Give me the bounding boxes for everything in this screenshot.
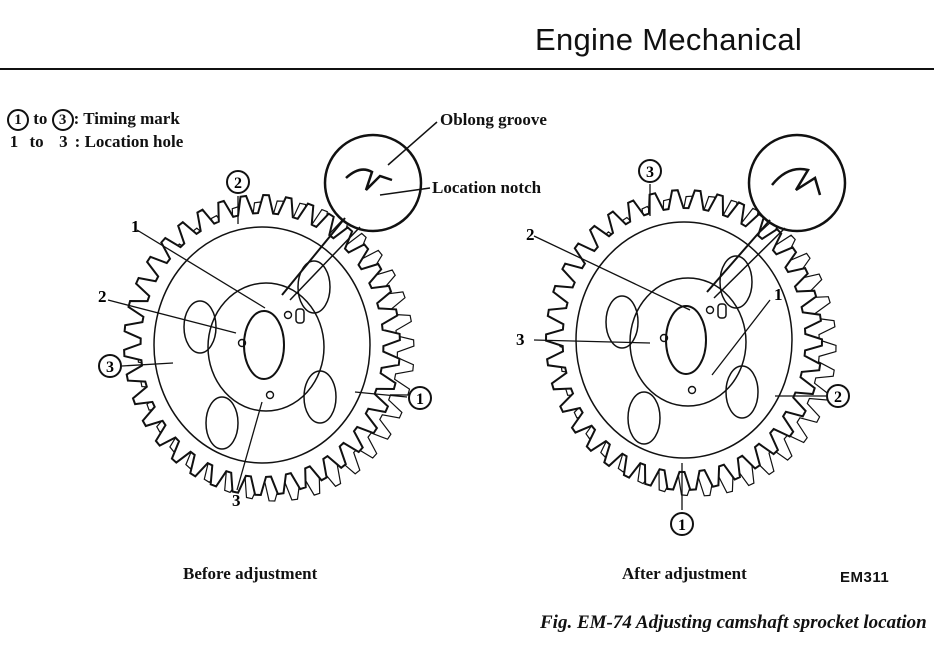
oblong-groove-label: Oblong groove: [440, 110, 547, 129]
legend-to-word: to: [33, 109, 52, 128]
hole-label-before-3: 3: [232, 491, 241, 510]
leader-after-hole-1: [711, 299, 771, 376]
legend-timing-mark: 1 to 3: Timing mark: [7, 108, 183, 132]
caption-before: Before adjustment: [183, 564, 318, 583]
lightening-hole-2: [719, 255, 753, 309]
legend-circled-to: 3: [51, 109, 74, 132]
magnifier-pointer-before-2: [289, 226, 361, 301]
sprocket-after-adjustment: [544, 189, 837, 497]
sprocket-bore: [665, 305, 707, 375]
legend: 1 to 3: Timing mark 1 to 3 : Location ho…: [7, 108, 183, 152]
leader-oblong-groove: [387, 121, 438, 166]
timing-mark-circle-before-2: [226, 170, 250, 194]
hole-label-after-3: 3: [516, 330, 525, 349]
figure-caption: Fig. EM-74 Adjusting camshaft sprocket l…: [540, 612, 927, 633]
timing-mark-circle-before-1: [408, 386, 432, 410]
page-header-title: Engine Mechanical: [535, 22, 803, 57]
caption-after: After adjustment: [622, 564, 747, 583]
legend-circled-from: 1: [7, 109, 29, 132]
legend-hole-text: : Location hole: [74, 132, 184, 152]
location-hole-3: [687, 385, 697, 395]
leader-after-hole-3: [533, 339, 651, 344]
legend-location-hole: 1 to 3 : Location hole: [7, 131, 184, 152]
leader-before-hole-2: [107, 299, 237, 334]
hole-label-before-2: 2: [98, 287, 107, 306]
sprocket-plate-rim: [153, 226, 371, 464]
dowel-pin: [295, 308, 305, 324]
header-rule: [0, 68, 934, 70]
sprocket-before-adjustment: [123, 193, 415, 502]
dowel-pin: [717, 303, 727, 319]
timing-mark-before-2: 2: [234, 175, 242, 192]
timing-mark-circle-before-3: [98, 354, 122, 378]
lightening-hole-3: [303, 370, 337, 424]
magnifier-pointer-before: [281, 217, 346, 296]
location-hole-1: [705, 305, 715, 315]
sprocket-bore: [243, 310, 285, 380]
leader-before-hole-3: [236, 401, 263, 491]
timing-mark-before-3: 3: [106, 359, 114, 376]
lightening-hole-4: [205, 396, 239, 450]
legend-to-word2: to: [25, 132, 53, 152]
location-hole-1: [283, 310, 293, 320]
timing-mark-after-1: 1: [678, 517, 686, 534]
leader-before-mark-1: [354, 391, 408, 398]
leader-before-hole-1: [136, 229, 266, 309]
timing-mark-before-1: 1: [416, 391, 424, 408]
sprocket-plate-rim: [575, 221, 793, 459]
timing-mark-circle-after-3: [638, 159, 662, 183]
location-hole-2: [659, 333, 669, 343]
detail-magnifier-after: [747, 133, 847, 233]
magnifier-pointer-after-2: [713, 227, 786, 299]
sprocket-hub: [207, 282, 325, 412]
figure-code: EM311: [840, 569, 890, 586]
lightening-hole-1: [183, 300, 217, 354]
hole-label-before-1: 1: [131, 217, 140, 236]
location-notch-label: Location notch: [432, 178, 542, 197]
timing-mark-after-2: 2: [834, 389, 842, 406]
oblong-groove-detail-before: [345, 168, 393, 191]
magnifier-pointer-after: [706, 219, 771, 293]
legend-timing-text: : Timing mark: [73, 109, 180, 128]
hole-label-after-1: 1: [774, 285, 783, 304]
leader-after-hole-2: [533, 235, 691, 311]
lightening-hole-1: [605, 295, 639, 349]
lightening-hole-3: [725, 365, 759, 419]
location-hole-2: [237, 338, 247, 348]
lightening-hole-4: [627, 391, 661, 445]
legend-num-to: 3: [59, 132, 68, 152]
timing-mark-circle-after-2: [826, 384, 850, 408]
legend-num-from: 1: [9, 132, 19, 152]
leader-location-notch: [379, 187, 431, 196]
hole-label-after-2: 2: [526, 225, 535, 244]
timing-mark-after-3: 3: [646, 164, 654, 181]
location-hole-3: [265, 390, 275, 400]
timing-mark-circle-after-1: [670, 512, 694, 536]
oblong-groove-detail-after: [771, 167, 822, 196]
leader-before-mark-3: [121, 362, 174, 367]
lightening-hole-2: [297, 260, 331, 314]
